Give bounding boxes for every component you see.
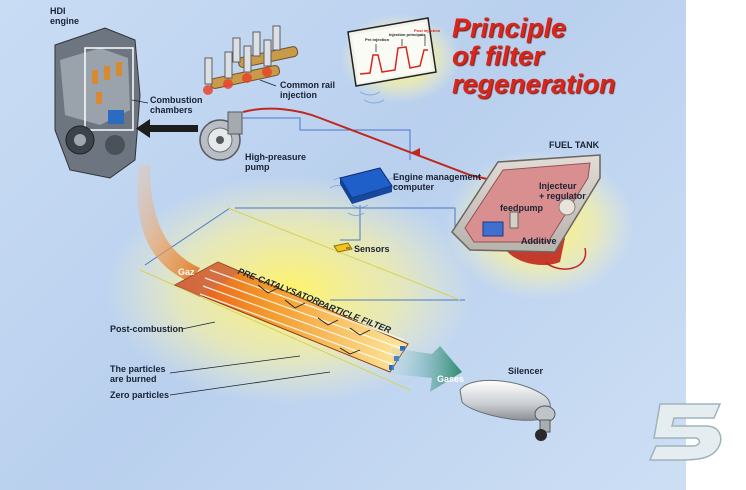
label-emc-line2: computer xyxy=(393,182,435,192)
label-gaz: Gaz xyxy=(178,267,195,277)
label-additive: Additive xyxy=(521,236,557,246)
title-line-3: regeneration xyxy=(452,69,616,99)
filter-frame xyxy=(139,207,461,391)
common-rail-injectors-illustration xyxy=(203,25,299,95)
label-common-rail-injection: Common rail injection xyxy=(280,80,335,100)
label-post-combustion: Post-combustion xyxy=(110,324,184,334)
engine-management-computer-illustration xyxy=(339,167,393,204)
label-hdi-engine-line2: engine xyxy=(50,16,80,26)
fuel-line-arrow-mid xyxy=(412,148,420,156)
exhaust-gas-stream xyxy=(137,165,200,282)
fuel-line xyxy=(242,107,501,183)
label-particles-burned: The particles are burned xyxy=(110,364,166,384)
label-feedpump: feedpump xyxy=(500,203,544,213)
label-injecteur-regulator: Injecteur + regulator xyxy=(539,181,586,201)
clean-gases-stream xyxy=(392,346,462,392)
high-pressure-pump-illustration xyxy=(199,111,243,161)
label-silencer: Silencer xyxy=(508,366,544,376)
label-pump-line2: pump xyxy=(245,162,270,172)
title-line-2: of filter xyxy=(452,41,544,71)
label-hdi-engine-line1: HDI xyxy=(50,6,66,16)
label-hdi-engine: HDI engine xyxy=(50,6,79,26)
brand-logo-icon xyxy=(648,403,722,461)
label-burned-line2: are burned xyxy=(110,374,157,384)
label-combustion-chambers: Combustion chambers xyxy=(150,95,203,115)
intake-arrow xyxy=(136,119,198,138)
label-sensors: Sensors xyxy=(354,244,390,254)
label-fuel-tank: FUEL TANK xyxy=(549,140,600,150)
label-emc-line1: Engine management xyxy=(393,172,482,182)
label-common-rail-line2: injection xyxy=(280,90,318,100)
label-injecteur-line1: Injecteur xyxy=(539,181,577,191)
hdi-engine-illustration xyxy=(54,27,141,179)
label-injecteur-line2: + regulator xyxy=(539,191,586,201)
silencer-illustration xyxy=(459,379,556,441)
label-gases: Gases xyxy=(437,374,465,384)
label-combustion-line1: Combustion xyxy=(150,95,203,105)
particle-filter-illustration xyxy=(173,261,409,373)
diagram-title: Principle of filter regeneration xyxy=(452,14,616,98)
label-common-rail-line1: Common rail xyxy=(280,80,336,90)
label-high-pressure-pump: High-preasure pump xyxy=(245,152,306,172)
label-combustion-line2: chambers xyxy=(150,105,193,115)
injection-graph-panel xyxy=(329,17,437,216)
fuel-tank-illustration xyxy=(451,154,601,270)
label-burned-line1: The particles xyxy=(110,364,166,374)
graph-label-main-injection: Injection principale xyxy=(389,32,426,37)
graph-label-post-injection: Post injection xyxy=(414,28,441,33)
title-line-1: Principle xyxy=(452,13,567,43)
graph-label-pre-injection: Pre injection xyxy=(365,37,390,42)
label-engine-management-computer: Engine management computer xyxy=(393,172,481,192)
label-pump-line1: High-preasure xyxy=(245,152,307,162)
sensor-illustration xyxy=(333,242,353,253)
label-zero-particles: Zero particles xyxy=(110,390,170,400)
